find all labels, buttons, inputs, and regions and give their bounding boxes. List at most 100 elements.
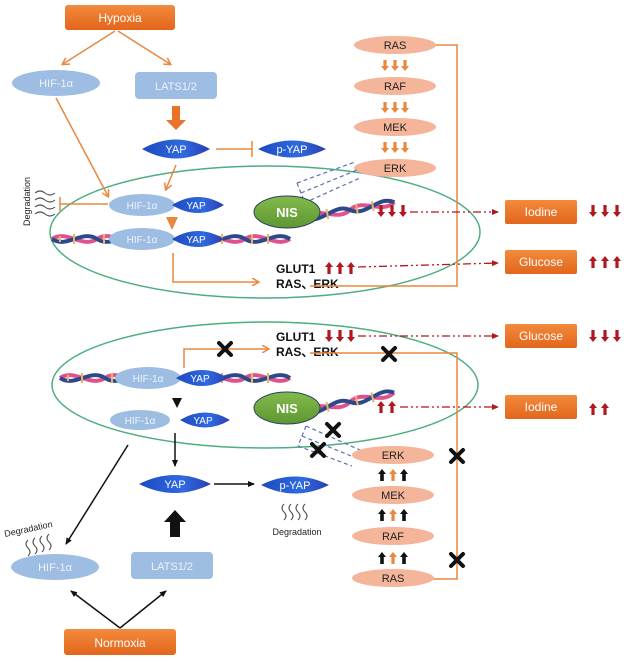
raf-label: RAF [384,81,406,93]
mek-node [352,486,434,504]
degradation-waves-icon [34,190,56,217]
up-arrows-icon [378,552,408,564]
dna-hif1a-node [115,367,181,389]
lats-node [135,72,217,99]
raf-node [352,527,434,545]
up-arrows-icon [378,469,408,481]
arrow-hypoxia-hif [63,30,116,64]
glut1-up-arrows-icon [325,262,355,274]
feedback-line-ras-erk [310,42,458,287]
mapk-cascade: ERK MEK RAF RAS [352,446,434,587]
nis-node [253,195,321,229]
down-arrows-icon [381,142,409,153]
hypoxia-label: Hypoxia [98,11,142,25]
feedback-line-ras-erk [310,352,458,582]
dash-glut1-glucose [357,260,499,268]
up-arrows-icon [378,509,408,521]
arrow-normoxia-lats [119,590,167,629]
block-x-icon [381,346,397,362]
normoxia-box [64,629,176,655]
hif1a-node [11,554,99,580]
arrow-normoxia-hif [70,590,121,629]
yap-label: YAP [164,479,185,491]
pyap-degradation-label: Degradation [272,527,321,537]
lats-node [131,552,213,579]
hypoxia-box [65,5,175,30]
hif-degradation-label: Degradation [3,519,53,539]
pyap-label: p-YAP [277,144,308,156]
mapk-cascade: RAS RAF MEK ERK [354,36,436,177]
glut1-label: GLUT1 [276,262,316,276]
erk-node [354,159,436,177]
glucose-box [505,324,577,348]
down-arrows-icon [381,102,409,113]
pyap-label: p-YAP [280,480,311,492]
yap-node [142,139,210,159]
free-hif1a-node [110,410,170,430]
free-hif1a-label: HIF-1α [125,416,156,427]
degradation-waves-icon [25,533,52,557]
hif1a-label: HIF-1α [39,78,74,90]
glucose-label: Glucose [519,329,563,343]
iodine-box [505,395,577,419]
erk-label: ERK [382,450,405,462]
iodine-box [505,200,577,224]
hif1a-node [12,70,100,96]
thick-arrow-lats-yap [166,106,186,130]
nis-node [253,391,321,425]
normoxia-panel: GLUT1 RAS、ERK HIF-1α YAP HIF-1α YAP NIS [3,321,621,655]
mek-label: MEK [381,490,406,502]
glucose-label: Glucose [519,255,563,269]
dissociation-arrowhead [172,398,182,408]
dna-yap-label: YAP [186,235,206,246]
translocation-arrowhead [166,217,178,230]
thick-arrow-lats-yap [164,510,186,537]
ras-node [352,569,434,587]
iodine-down-arrows-icon [589,205,621,217]
iodine-label: Iodine [525,400,558,414]
yap-label: YAP [165,144,186,156]
arrow-yap-complex [166,164,177,189]
dna-yap-label: YAP [190,374,210,385]
nis-label: NIS [276,205,298,220]
complex-hif1a-label: HIF-1α [127,201,158,212]
iodine-label: Iodine [525,205,558,219]
glucose-down-arrows-icon [589,330,621,342]
glucose-box [505,250,577,274]
lats-label: LATS1/2 [155,81,197,93]
block-x-icon [325,422,341,438]
erk-node [352,446,434,464]
pyap-node [258,140,326,158]
free-yap-label: YAP [193,416,213,427]
degradation-waves-icon [281,503,308,521]
arrow-hif-complex [55,97,108,196]
glucose-up-arrows-icon [589,256,621,268]
normoxia-label: Normoxia [94,636,146,650]
hypoxia-panel: Hypoxia HIF-1α LATS1/2 YAP p-YAP Degrada… [12,5,621,299]
degradation-label: Degradation [22,177,32,226]
dna-hif1a-label: HIF-1α [127,235,158,246]
mek-node [354,118,436,136]
arrow-hif-degradation [65,444,129,545]
free-yap-node [180,412,230,428]
down-arrows-icon [381,60,409,71]
dna-yap-node [172,231,224,247]
complex-yap-node [172,197,224,213]
blocked-arrow-transcription-glut1 [183,349,268,368]
iodine-up-arrows-icon [589,403,609,415]
glut1-down-arrows-icon [325,330,355,342]
ras-erk-label: RAS、ERK [276,277,339,291]
complex-yap-label: YAP [186,201,206,212]
ras-node [354,36,436,54]
dna-hif1a-label: HIF-1α [133,374,164,385]
cell-membrane [51,321,479,449]
nis-up-arrows-icon [377,401,396,413]
raf-node [354,77,436,95]
nis-label: NIS [276,401,298,416]
ras-label: RAS [382,573,405,585]
ras-erk-label: RAS、ERK [276,345,339,359]
pyap-node [261,476,329,494]
cell-membrane [49,165,481,299]
yap-node [139,475,211,493]
